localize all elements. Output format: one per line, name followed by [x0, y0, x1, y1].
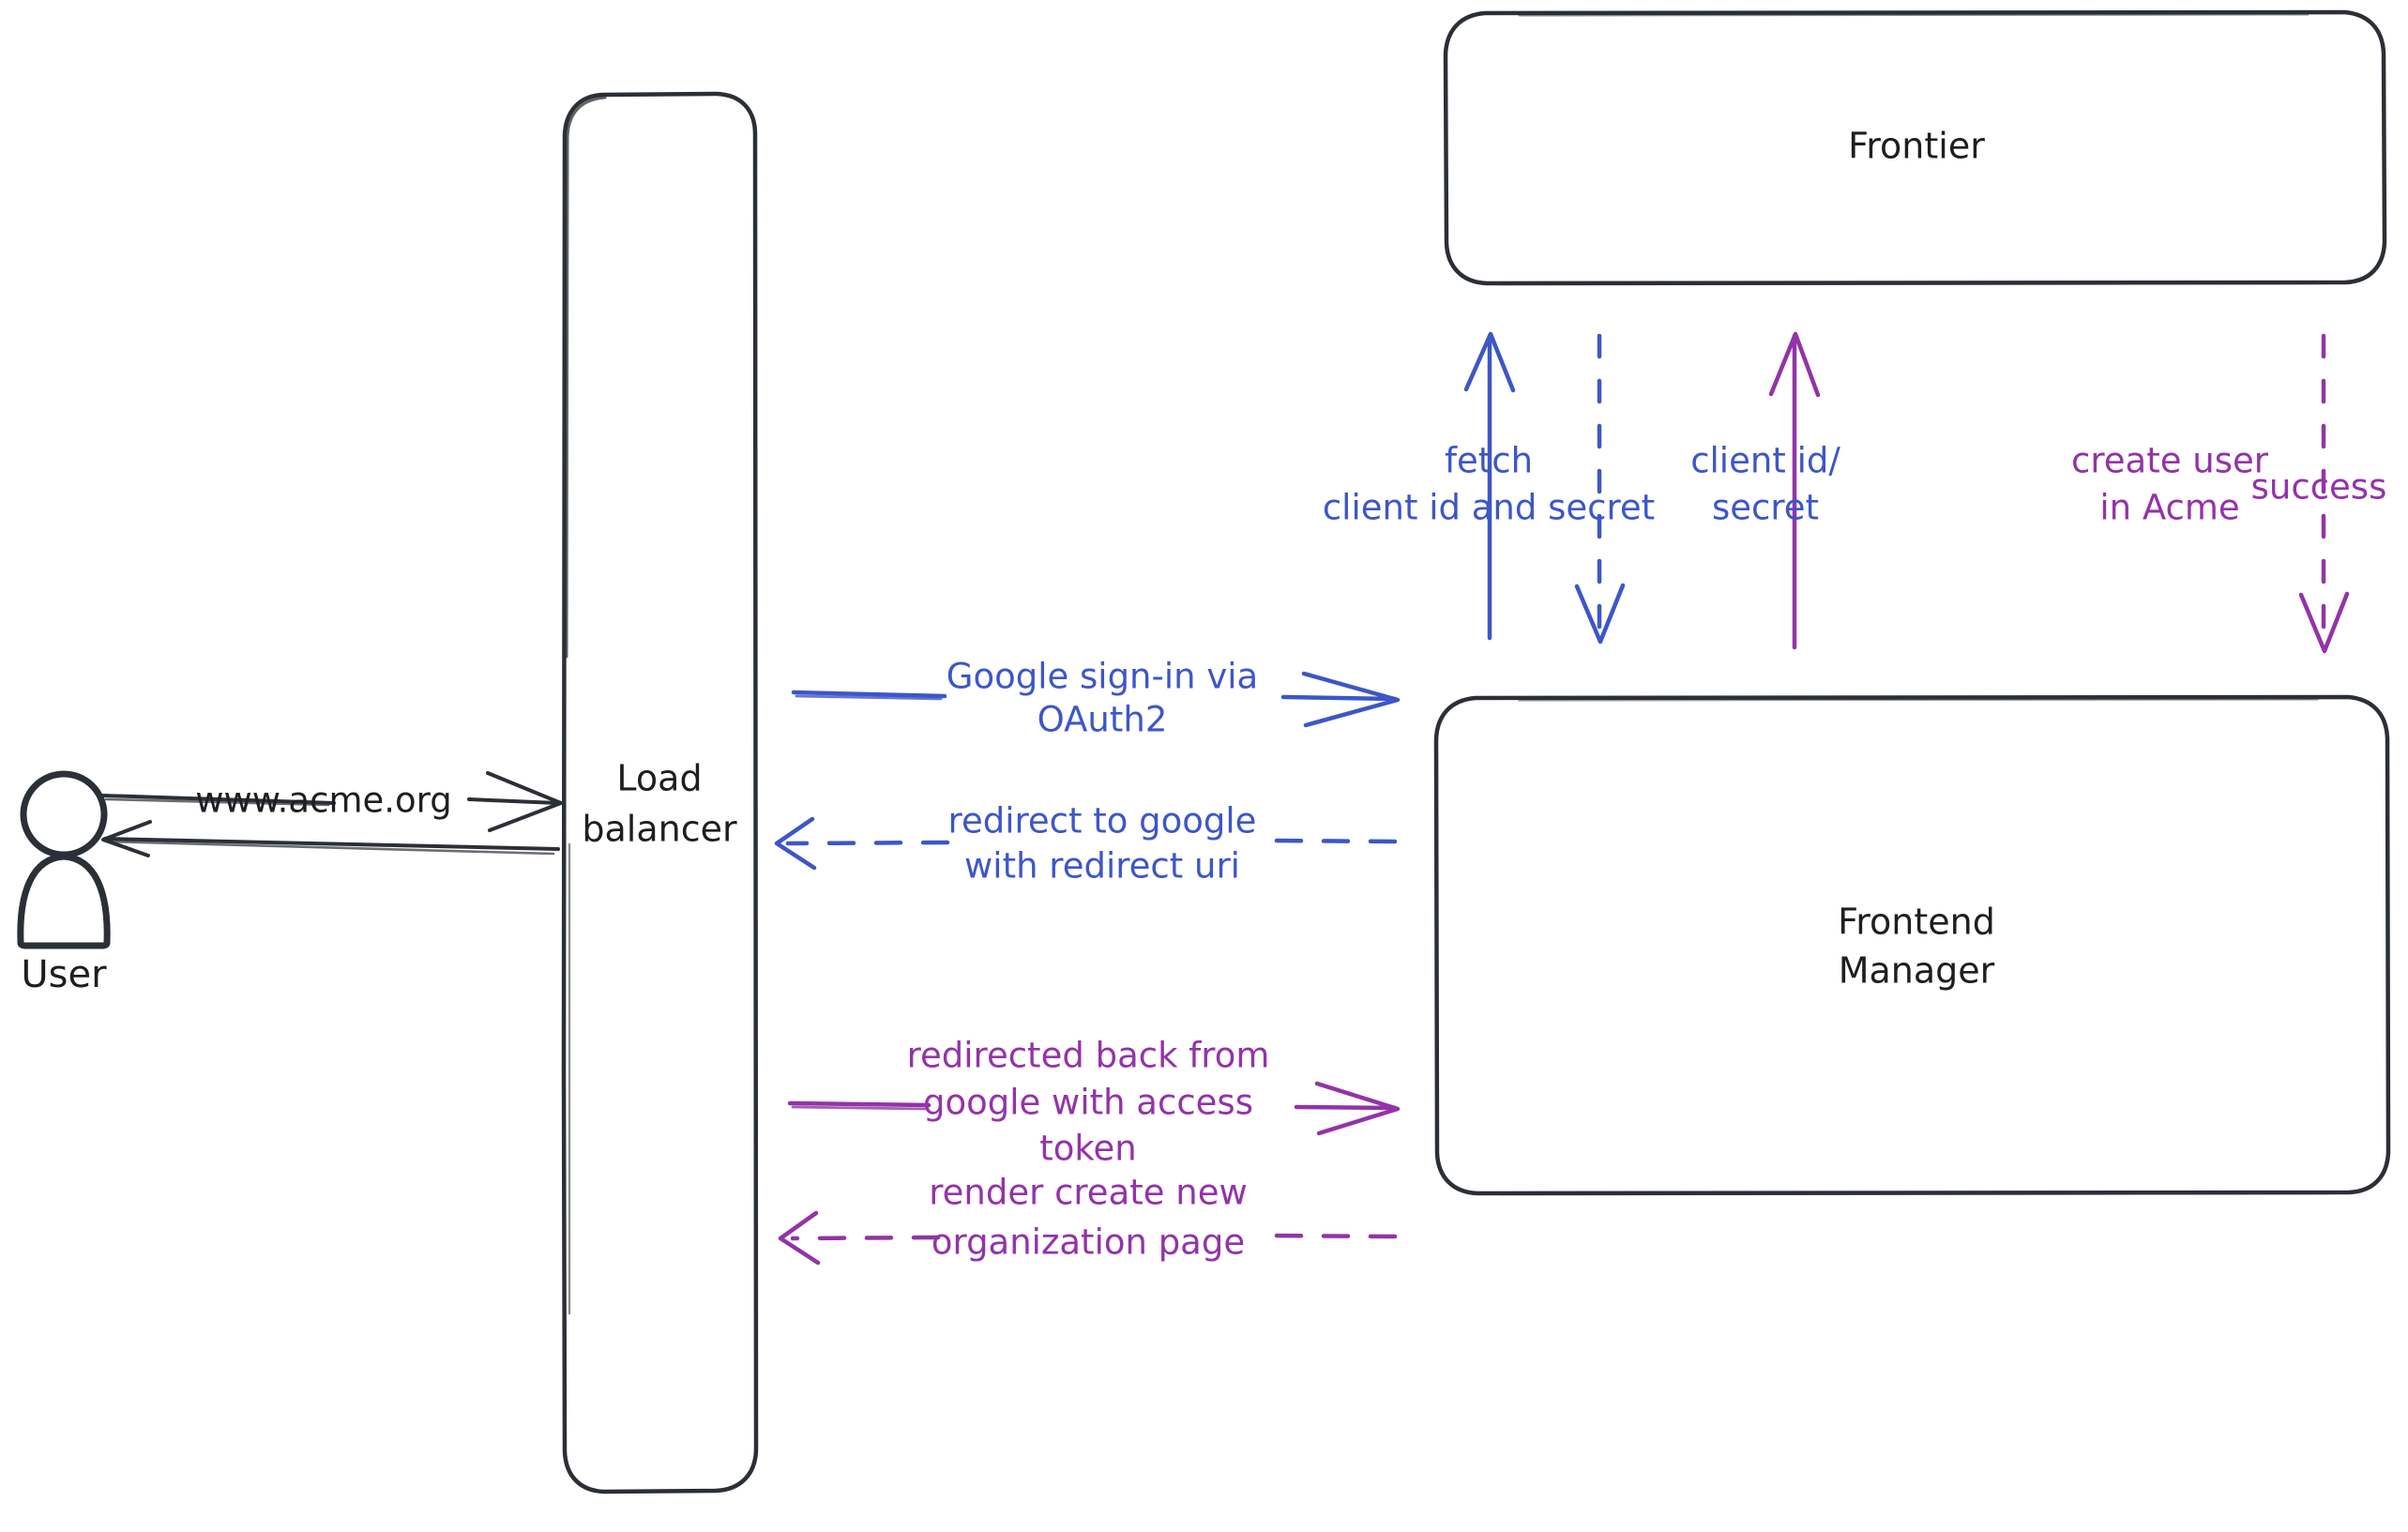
node-frontier[interactable] [1443, 9, 2387, 286]
edge-fm-to-frontier-fetch-label-line1: fetch [1445, 441, 1533, 481]
edge-fm-to-lb-redirect-label-line2: with redirect uri [964, 846, 1240, 887]
actor-user [17, 770, 111, 949]
edge-frontier-to-fm-success-label: success [2251, 467, 2387, 508]
edge-fm-to-frontier-createuser-label-line2: in Acme [2099, 488, 2239, 528]
edge-lb-to-fm-token-label-line3: token [1039, 1129, 1136, 1169]
edge-fm-to-lb-redirect-label-line1: redirect to google [948, 801, 1257, 842]
edge-lb-to-fm-signin [791, 671, 1401, 728]
user-body-icon [17, 853, 111, 949]
edge-fm-to-frontier-fetch [1463, 331, 1516, 641]
edge-lb-to-fm-token [787, 1081, 1401, 1136]
edge-frontier-to-fm-success [2298, 333, 2350, 654]
edge-lb-to-fm-signin-label-line2: OAuth2 [1037, 700, 1168, 740]
edge-fm-to-frontier-fetch-label-line2: client id and secret [1323, 488, 1655, 528]
user-head-icon [20, 770, 108, 858]
edge-lb-to-fm-token-label-line1: redirected back from [907, 1036, 1270, 1076]
edge-lb-to-fm-signin-label-line1: Google sign-in via [947, 657, 1258, 697]
edge-fm-to-frontier-createuser [1768, 331, 1821, 650]
edge-fm-to-frontier-createuser-label-line1: create user [2071, 441, 2269, 481]
node-frontend-manager[interactable] [1433, 694, 2391, 1196]
edge-frontier-to-fm-creds-label-line1: client id/ [1690, 441, 1840, 481]
node-load-balancer-label-line2: balancer [582, 809, 737, 850]
edge-fm-to-lb-render-label-line2: organization page [931, 1222, 1245, 1263]
node-load-balancer-label-line1: Load [616, 758, 702, 799]
node-load-balancer[interactable] [561, 91, 759, 1494]
edge-frontier-to-fm-creds [1574, 333, 1626, 645]
node-frontend-manager-label-line1: Frontend [1838, 902, 1995, 943]
actor-user-label: User [21, 953, 107, 996]
edge-fm-to-lb-render [778, 1210, 1398, 1266]
edge-lb-to-fm-token-label-line2: google with access [923, 1083, 1253, 1123]
node-frontend-manager-label-line2: Manager [1839, 950, 1995, 992]
edge-user-to-lb [101, 771, 563, 832]
edge-user-to-lb-label: www.acme.org [195, 781, 451, 821]
node-frontier-label: Frontier [1848, 126, 1985, 167]
edge-frontier-to-fm-creds-label-line2: secret [1712, 488, 1819, 528]
edge-lb-to-user [101, 820, 560, 857]
edge-fm-to-lb-redirect [774, 816, 1398, 871]
edge-fm-to-lb-render-label-line1: render create new [929, 1173, 1248, 1213]
